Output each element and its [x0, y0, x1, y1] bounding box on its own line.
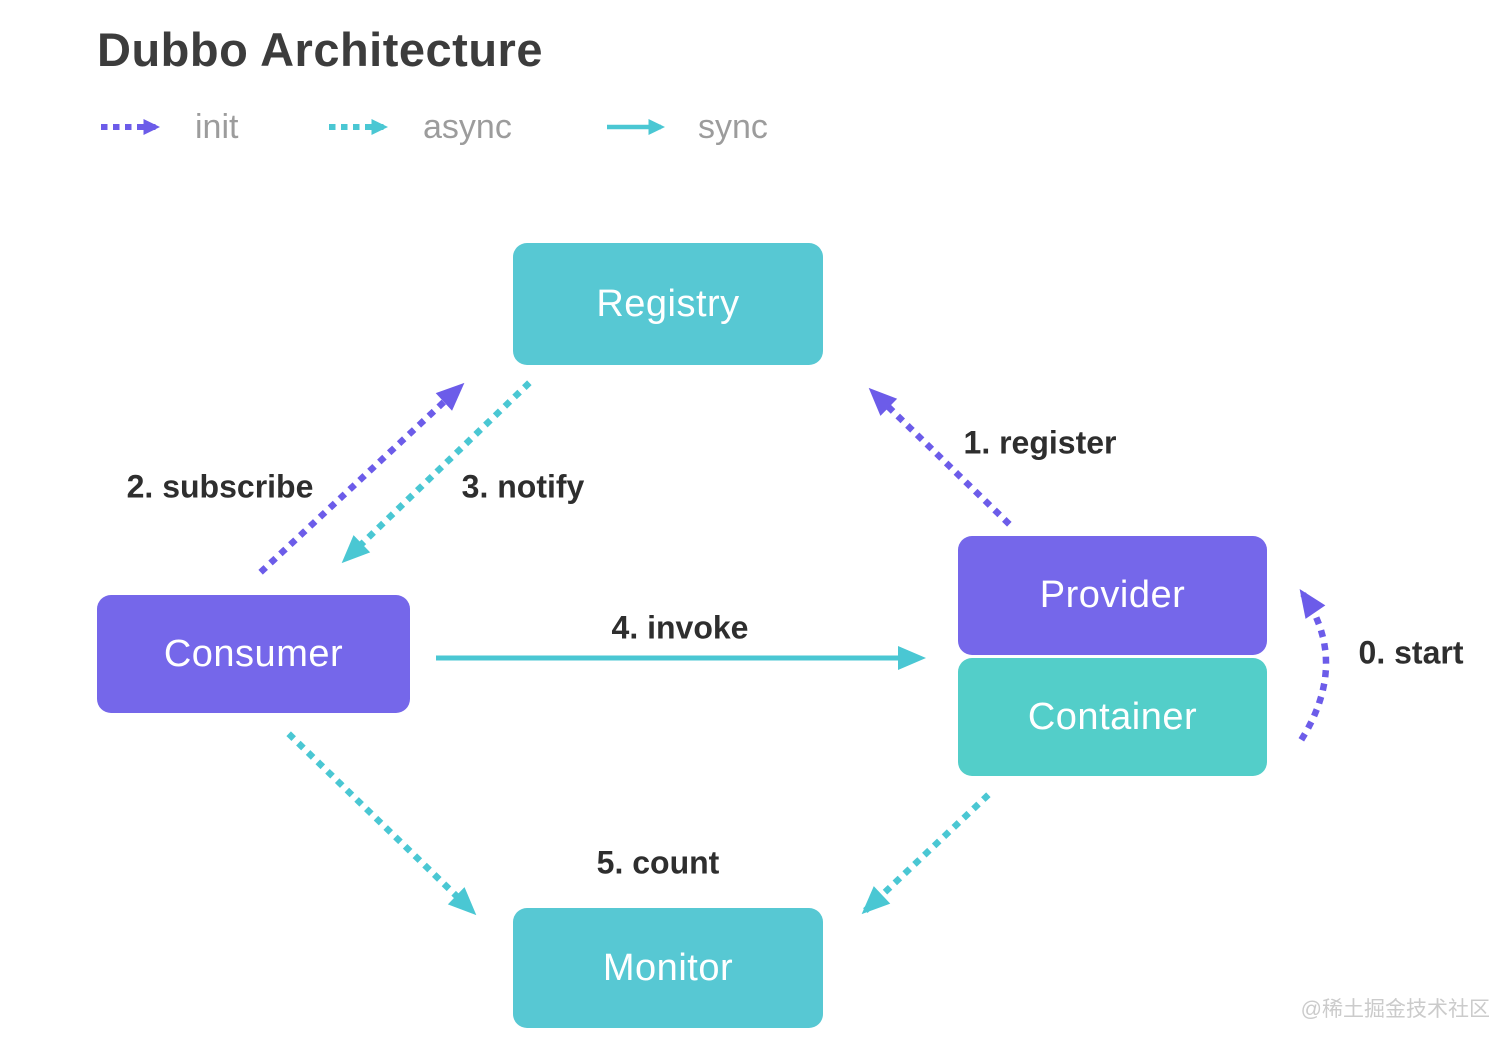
watermark: @稀土掘金技术社区: [1300, 998, 1490, 1021]
async-dotted-arrow-icon: [329, 119, 388, 135]
node-registry: Registry: [513, 243, 823, 365]
edge-label-invoke: 4. invoke: [611, 609, 749, 646]
edge-label-count: 5. count: [596, 844, 720, 881]
legend-item-sync: sync: [603, 108, 768, 146]
legend-async-label: async: [423, 107, 512, 146]
init-dotted-arrow-icon: [101, 119, 160, 135]
page-title: Dubbo Architecture: [97, 23, 543, 76]
edge-label-start: 0. start: [1358, 634, 1464, 671]
edge-notify-arrow: [341, 380, 532, 564]
edge-subscribe-arrow: [258, 382, 465, 575]
node-container: Container: [958, 658, 1267, 776]
edge-count-left-arrow: [286, 731, 477, 916]
edge-count-right-arrow: [861, 792, 991, 915]
edge-start-arrow: [1298, 589, 1330, 742]
edge-label-register: 1. register: [963, 424, 1117, 461]
edge-label-notify: 3. notify: [461, 468, 585, 505]
legend-item-init: init: [100, 108, 238, 146]
edge-label-subscribe: 2. subscribe: [126, 468, 314, 505]
legend-sync-label: sync: [698, 107, 768, 146]
sync-solid-arrow-icon: [607, 119, 665, 135]
node-monitor: Monitor: [513, 908, 823, 1028]
legend-item-async: async: [328, 108, 512, 146]
node-consumer: Consumer: [97, 595, 410, 713]
edge-register-arrow: [868, 387, 1012, 527]
node-provider: Provider: [958, 536, 1267, 655]
legend-init-label: init: [195, 107, 239, 146]
